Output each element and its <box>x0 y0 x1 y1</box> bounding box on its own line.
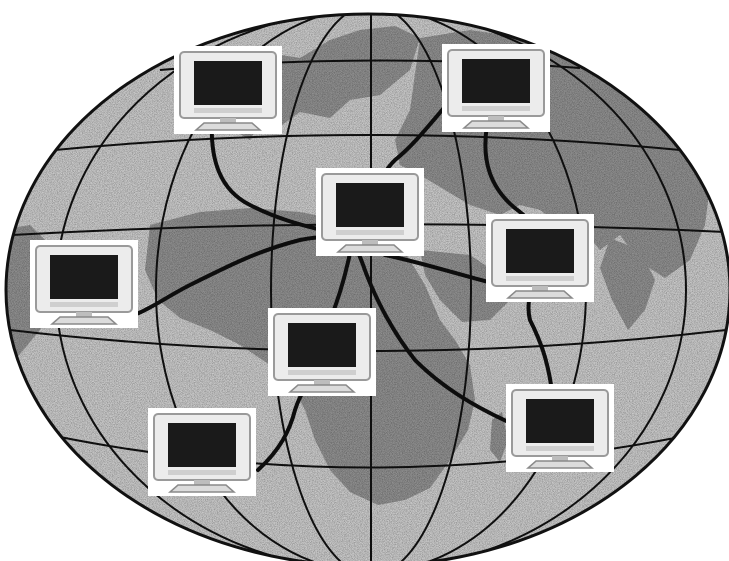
computer-middle <box>268 308 376 396</box>
monitor-base <box>528 461 592 468</box>
monitor-base <box>338 245 402 252</box>
monitor-screen <box>336 183 404 227</box>
monitor-screen <box>506 229 574 273</box>
monitor-base <box>196 123 260 130</box>
computer-top-right <box>442 44 550 132</box>
monitor-base <box>290 385 354 392</box>
computer-right <box>486 214 594 302</box>
monitor-chin <box>288 370 356 375</box>
monitor-chin <box>506 276 574 281</box>
monitor-chin <box>336 230 404 235</box>
monitor-screen <box>288 323 356 367</box>
monitor-screen <box>526 399 594 443</box>
computer-monitor-icon <box>30 240 138 328</box>
computer-bottom-left <box>148 408 256 496</box>
monitor-base <box>464 121 528 128</box>
monitor-screen <box>168 423 236 467</box>
computer-left <box>30 240 138 328</box>
monitor-chin <box>462 106 530 111</box>
computer-center-hub <box>316 168 424 256</box>
monitor-chin <box>168 470 236 475</box>
monitor-screen <box>194 61 262 105</box>
computer-monitor-icon <box>174 46 282 134</box>
monitor-base <box>52 317 116 324</box>
monitor-chin <box>194 108 262 113</box>
monitor-screen <box>50 255 118 299</box>
computer-monitor-icon <box>316 168 424 256</box>
computer-monitor-icon <box>148 408 256 496</box>
monitor-base <box>508 291 572 298</box>
monitor-screen <box>462 59 530 103</box>
monitor-base <box>170 485 234 492</box>
computer-bottom-right <box>506 384 614 472</box>
computer-monitor-icon <box>506 384 614 472</box>
computer-monitor-icon <box>486 214 594 302</box>
computer-monitor-icon <box>268 308 376 396</box>
monitor-chin <box>50 302 118 307</box>
computer-monitor-icon <box>442 44 550 132</box>
monitor-chin <box>526 446 594 451</box>
computer-top-left <box>174 46 282 134</box>
